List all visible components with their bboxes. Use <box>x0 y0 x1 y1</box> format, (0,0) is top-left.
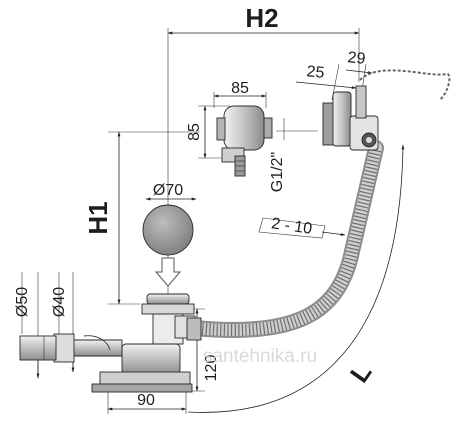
d90-label: 90 <box>137 392 155 409</box>
siphon-body <box>121 343 181 375</box>
d25-dimension-line <box>295 81 357 90</box>
d70-label: Ø70 <box>153 182 183 199</box>
thread-size-label: G1/2" <box>269 152 286 192</box>
h2-label: H2 <box>245 3 278 33</box>
bowden-cable <box>359 69 451 101</box>
drain-body <box>19 293 202 393</box>
d29-dimension-line <box>345 69 373 74</box>
outlet-elbow <box>71 339 123 357</box>
down-arrow-icon <box>154 257 182 287</box>
range-label: 2 - 10 <box>270 215 313 238</box>
overflow-head <box>216 105 273 177</box>
d25-label: 25 <box>306 63 326 82</box>
drain-plug <box>146 293 190 305</box>
d120-label: 120 <box>203 355 220 382</box>
length-l-arc <box>187 144 405 413</box>
corrugated-hose <box>187 140 384 339</box>
hose-nozzle <box>234 155 246 177</box>
height-85-label: 85 <box>186 123 203 141</box>
overflow-assembly <box>322 69 451 151</box>
outlet-spigot <box>53 333 75 363</box>
width-85-label: 85 <box>231 80 249 97</box>
cover-disc <box>142 204 194 256</box>
h1-label: H1 <box>83 201 113 234</box>
d29-label: 29 <box>347 49 367 68</box>
d40-label: Ø40 <box>51 287 68 317</box>
l-label: L <box>344 358 378 388</box>
range-label-frame <box>258 217 326 239</box>
watermark: santehnika.ru <box>203 346 317 367</box>
d50-label: Ø50 <box>14 287 31 317</box>
